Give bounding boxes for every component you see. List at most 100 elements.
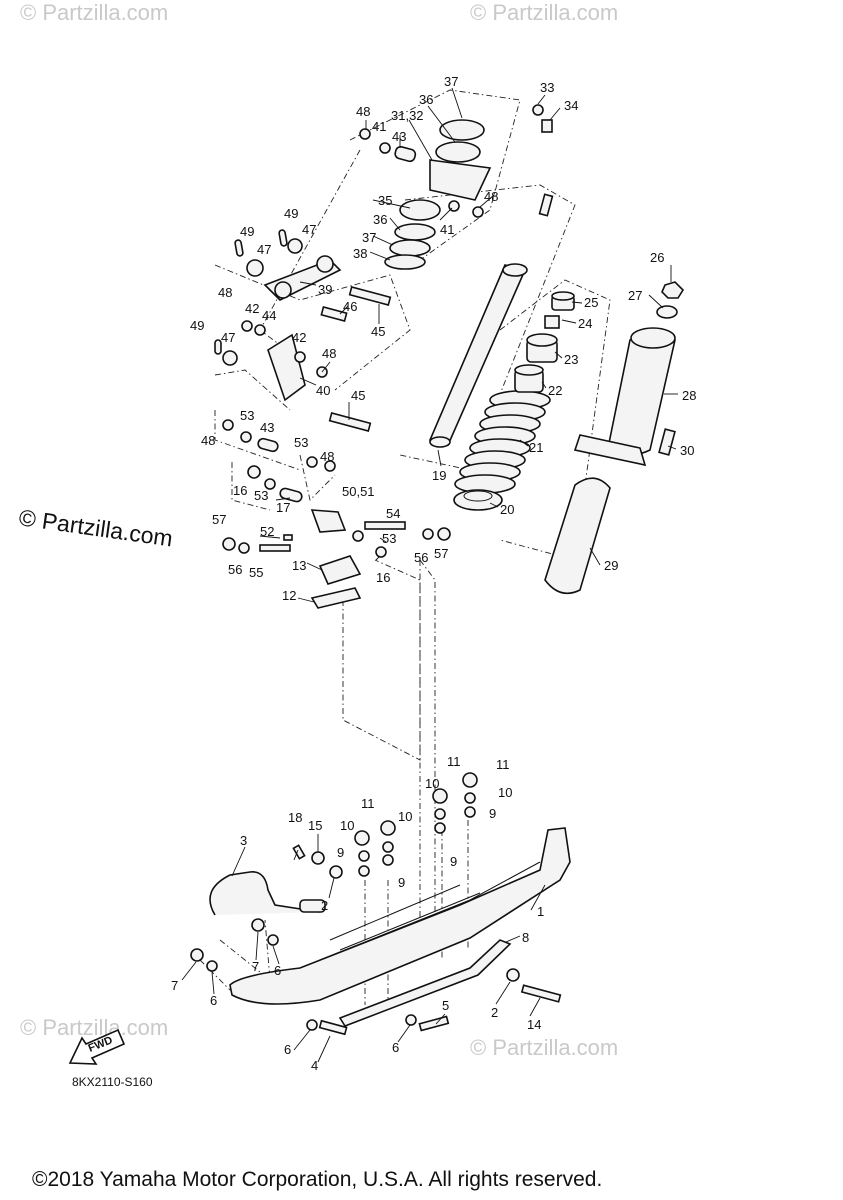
callout-23: 23 xyxy=(564,352,578,367)
cap-nut-26 xyxy=(656,281,685,319)
callout-25: 25 xyxy=(584,295,598,310)
callout-6: 6 xyxy=(392,1040,399,1055)
callout-labels: 37 33 34 36 48 31,32 41 43 48 35 41 36 3… xyxy=(171,74,696,1073)
callout-34: 34 xyxy=(564,98,578,113)
callout-15: 15 xyxy=(308,818,322,833)
callout-48: 48 xyxy=(218,285,232,300)
callout-19: 19 xyxy=(432,468,446,483)
callout-54: 54 xyxy=(386,506,400,521)
callout-10: 10 xyxy=(425,776,439,791)
callout-2: 2 xyxy=(491,1005,498,1020)
callout-30: 30 xyxy=(680,443,694,458)
callout-40: 40 xyxy=(316,383,330,398)
callout-48: 48 xyxy=(320,449,334,464)
shock-rod xyxy=(428,193,554,448)
callout-45: 45 xyxy=(371,324,385,339)
callout-36: 36 xyxy=(419,92,433,107)
callout-48: 48 xyxy=(356,104,370,119)
callout-53: 53 xyxy=(294,435,308,450)
callout-16: 16 xyxy=(233,483,247,498)
watermark-text: © Partzilla.com xyxy=(20,0,168,25)
callout-26: 26 xyxy=(650,250,664,265)
ski-fasteners xyxy=(190,772,562,1036)
brackets-12-13 xyxy=(310,555,362,609)
link-arm xyxy=(234,229,392,322)
callout-17: 17 xyxy=(276,500,290,515)
callout-11: 11 xyxy=(361,796,375,811)
callout-57: 57 xyxy=(212,512,226,527)
watermark-group: © Partzilla.com © Partzilla.com © Partzi… xyxy=(20,0,618,1060)
callout-56: 56 xyxy=(228,562,242,577)
callout-36: 36 xyxy=(373,212,387,227)
callout-44: 44 xyxy=(262,308,276,323)
callout-11: 11 xyxy=(447,754,461,769)
shock-spring xyxy=(454,390,551,494)
callout-52: 52 xyxy=(260,524,274,539)
callout-1: 1 xyxy=(537,904,544,919)
callout-13: 13 xyxy=(292,558,306,573)
callout-53: 53 xyxy=(254,488,268,503)
callout-55: 55 xyxy=(249,565,263,580)
callout-49: 49 xyxy=(190,318,204,333)
callout-37: 37 xyxy=(444,74,458,89)
callout-28: 28 xyxy=(682,388,696,403)
callout-42: 42 xyxy=(292,330,306,345)
callout-48: 48 xyxy=(484,189,498,204)
callout-47: 47 xyxy=(221,330,235,345)
callout-8: 8 xyxy=(522,930,529,945)
callout-48: 48 xyxy=(322,346,336,361)
callout-33: 33 xyxy=(540,80,554,95)
watermark-text: © Partzilla.com xyxy=(20,1015,168,1040)
callout-37: 37 xyxy=(362,230,376,245)
rocker-arm xyxy=(214,320,372,433)
callout-9: 9 xyxy=(337,845,344,860)
callout-21: 21 xyxy=(529,440,543,455)
watermark-text: © Partzilla.com xyxy=(470,1035,618,1060)
callout-6: 6 xyxy=(210,993,217,1008)
callout-20: 20 xyxy=(500,502,514,517)
callout-6: 6 xyxy=(274,963,281,978)
callout-16: 16 xyxy=(376,570,390,585)
callout-53: 53 xyxy=(240,408,254,423)
callout-12: 12 xyxy=(282,588,296,603)
callout-38: 38 xyxy=(353,246,367,261)
spring-seat xyxy=(453,489,503,511)
callout-11: 11 xyxy=(496,757,510,772)
shock-cover xyxy=(573,327,676,467)
callout-7: 7 xyxy=(171,978,178,993)
callout-39: 39 xyxy=(318,282,332,297)
upper-bracket xyxy=(359,104,553,270)
callout-29: 29 xyxy=(604,558,618,573)
callout-49: 49 xyxy=(284,206,298,221)
callout-47: 47 xyxy=(257,242,271,257)
callout-47: 47 xyxy=(302,222,316,237)
ski-body xyxy=(229,827,571,1005)
callout-57: 57 xyxy=(434,546,448,561)
callout-43: 43 xyxy=(260,420,274,435)
callout-3: 3 xyxy=(240,833,247,848)
callout-4: 4 xyxy=(311,1058,318,1073)
callout-50-51: 50,51 xyxy=(342,484,375,499)
callout-14: 14 xyxy=(527,1017,541,1032)
callout-5: 5 xyxy=(442,998,449,1013)
callout-41: 41 xyxy=(372,119,386,134)
callout-42: 42 xyxy=(245,301,259,316)
callout-9: 9 xyxy=(489,806,496,821)
callout-46: 46 xyxy=(343,299,357,314)
callout-27: 27 xyxy=(628,288,642,303)
callout-31-32: 31,32 xyxy=(391,108,424,123)
callout-9: 9 xyxy=(450,854,457,869)
callout-2: 2 xyxy=(321,898,328,913)
diagram-code: 8KX2110-S160 xyxy=(72,1075,153,1089)
callout-56: 56 xyxy=(414,550,428,565)
callout-10: 10 xyxy=(398,809,412,824)
leader-lines xyxy=(181,87,678,1063)
watermark-text: © Partzilla.com xyxy=(470,0,618,25)
callout-10: 10 xyxy=(498,785,512,800)
spring-collars xyxy=(514,291,575,393)
brand-watermark: © Partzilla.com xyxy=(17,504,174,551)
callout-41: 41 xyxy=(440,222,454,237)
callout-6: 6 xyxy=(284,1042,291,1057)
callout-18: 18 xyxy=(288,810,302,825)
lower-mount xyxy=(222,419,451,558)
